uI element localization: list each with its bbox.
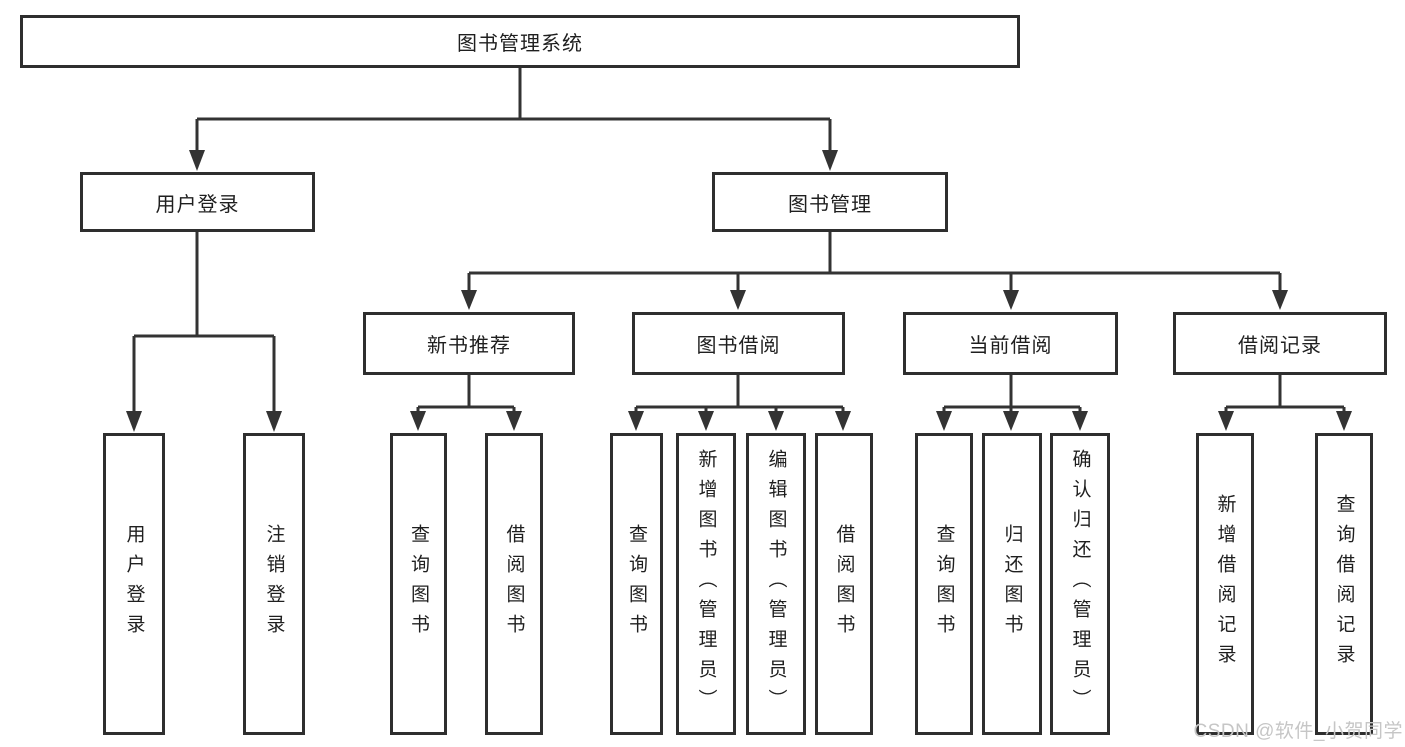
leaf-query-borrow-record-label: 查询借阅记录 (1333, 494, 1355, 674)
node-root-system: 图书管理系统 (20, 15, 1020, 68)
node-new-book-recommend-label: 新书推荐 (427, 335, 511, 357)
node-user-login-label: 用户登录 (155, 193, 240, 216)
leaf-logout-label: 注销登录 (263, 524, 285, 644)
leaf-borrow-books: 借阅图书 (815, 433, 873, 735)
leaf-borrow-books-label: 借阅图书 (833, 524, 855, 644)
leaf-add-book-admin: 新增图书（管理员） (676, 433, 736, 735)
node-new-book-recommend: 新书推荐 (363, 312, 575, 375)
leaf-query-borrow-record: 查询借阅记录 (1315, 433, 1373, 735)
leaf-borrow-books-recommend: 借阅图书 (485, 433, 543, 735)
node-current-borrow-label: 当前借阅 (968, 335, 1053, 357)
leaf-logout: 注销登录 (243, 433, 305, 735)
leaf-query-books-current-label: 查询图书 (933, 524, 955, 644)
watermark: CSDN @软件_小贺同学 (1193, 721, 1403, 742)
leaf-confirm-return-admin: 确认归还（管理员） (1050, 433, 1110, 735)
leaf-query-books-borrow-label: 查询图书 (626, 524, 647, 644)
leaf-query-books-recommend: 查询图书 (390, 433, 447, 735)
node-book-management-label: 图书管理 (788, 193, 872, 216)
leaf-query-books-recommend-label: 查询图书 (408, 524, 429, 644)
leaf-confirm-return-admin-label: 确认归还（管理员） (1069, 449, 1091, 719)
node-book-management: 图书管理 (712, 172, 948, 232)
leaf-query-books-borrow: 查询图书 (610, 433, 663, 735)
leaf-return-book: 归还图书 (982, 433, 1042, 735)
leaf-edit-book-admin: 编辑图书（管理员） (746, 433, 806, 735)
leaf-add-borrow-record: 新增借阅记录 (1196, 433, 1254, 735)
leaf-edit-book-admin-label: 编辑图书（管理员） (765, 449, 787, 719)
leaf-add-borrow-record-label: 新增借阅记录 (1214, 494, 1236, 674)
node-borrow-records-label: 借阅记录 (1238, 335, 1322, 357)
leaf-return-book-label: 归还图书 (1001, 524, 1023, 644)
leaf-user-login-label: 用户登录 (123, 524, 145, 644)
node-borrow-records: 借阅记录 (1173, 312, 1387, 375)
node-root-label: 图书管理系统 (457, 33, 583, 55)
node-current-borrow: 当前借阅 (903, 312, 1118, 375)
leaf-borrow-books-recommend-label: 借阅图书 (503, 524, 525, 644)
leaf-add-book-admin-label: 新增图书（管理员） (695, 449, 717, 719)
leaf-query-books-current: 查询图书 (915, 433, 973, 735)
node-user-login: 用户登录 (80, 172, 315, 232)
node-book-borrow: 图书借阅 (632, 312, 845, 375)
node-book-borrow-label: 图书借阅 (696, 335, 781, 357)
leaf-user-login: 用户登录 (103, 433, 165, 735)
